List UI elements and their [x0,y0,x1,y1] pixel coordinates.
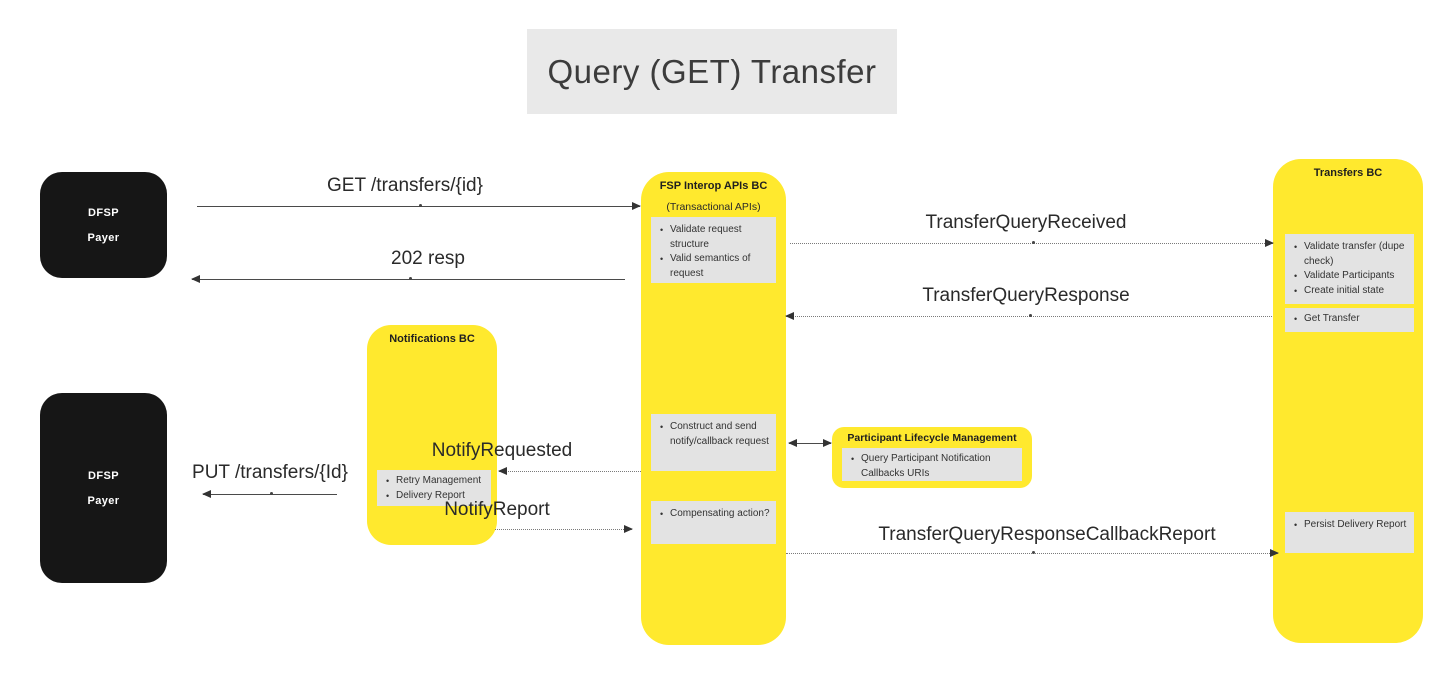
panel-fsp-compensating-action: Compensating action? [651,501,776,544]
message-label-notify-requested: NotifyRequested [431,440,573,461]
panel-transfers-persist-delivery: Persist Delivery Report [1285,512,1414,553]
bullet-list: Get Transfer [1291,312,1410,327]
arrow-midpoint-dot [1032,551,1035,554]
actor-dfsp-payer-top: DFSP Payer [40,172,167,278]
list-item: Valid semantics of request [657,252,772,281]
box-title: Notifications BC [389,333,475,345]
bullet-list: Query Participant Notification Callbacks… [848,452,1018,481]
box-title: Transfers BC [1313,167,1383,179]
bullet-list: Validate transfer (dupe check) Validate … [1291,240,1410,298]
arrowhead-left-icon [191,275,200,283]
arrowhead-left-icon [498,467,507,475]
arrowhead-left-icon [202,490,211,498]
box-title: Participant Lifecycle Management [847,432,1017,444]
actor-line1: DFSP [88,469,119,482]
arrowhead-right-icon [624,525,633,533]
list-item: Validate transfer (dupe check) [1291,240,1410,269]
bullet-list: Retry Management Delivery Report [383,474,487,503]
actor-dfsp-payer-bottom: DFSP Payer [40,393,167,583]
list-item: Construct and send notify/callback reque… [657,420,772,449]
arrow-midpoint-dot [1031,241,1035,244]
bullet-list: Persist Delivery Report [1291,518,1410,533]
panel-transfers-validation: Validate transfer (dupe check) Validate … [1285,234,1414,304]
arrow-line [789,443,831,444]
panel-plm-query-participant: Query Participant Notification Callbacks… [842,448,1022,481]
bullet-list: Compensating action? [657,507,772,522]
box-transfers-bc: Transfers BC [1273,159,1423,643]
list-item: Query Participant Notification Callbacks… [848,452,1018,481]
actor-line2: Payer [87,494,120,507]
message-label-get-transfers: GET /transfers/{id} [327,175,483,196]
diagram-title: Query (GET) Transfer [527,29,897,114]
arrow-midpoint-dot [418,204,422,207]
panel-fsp-validation: Validate request structure Valid semanti… [651,217,776,283]
message-label-callback-report: TransferQueryResponseCallbackReport [878,524,1216,545]
panel-transfers-get-transfer: Get Transfer [1285,308,1414,332]
arrow-midpoint-dot [270,492,273,495]
message-label-transfer-query-response: TransferQueryResponse [922,285,1130,306]
list-item: Create initial state [1291,284,1410,299]
arrow-line [495,529,632,530]
panel-fsp-construct-notify: Construct and send notify/callback reque… [651,414,776,471]
list-item: Get Transfer [1291,312,1410,327]
arrowhead-left-icon [788,439,797,447]
bullet-list: Validate request structure Valid semanti… [657,223,772,281]
message-label-202-resp: 202 resp [391,248,465,269]
box-title: FSP Interop APIs BC [659,180,768,192]
actor-line2: Payer [87,231,120,244]
list-item: Validate request structure [657,223,772,252]
message-label-transfer-query-received: TransferQueryReceived [925,212,1127,233]
box-subtitle: (Transactional APIs) [666,201,761,213]
arrow-midpoint-dot [408,277,412,280]
arrowhead-right-icon [632,202,641,210]
list-item: Delivery Report [383,489,487,504]
list-item: Compensating action? [657,507,772,522]
message-label-put-transfers: PUT /transfers/{Id} [192,462,348,483]
actor-line1: DFSP [88,206,119,219]
arrowhead-right-icon [1270,549,1279,557]
list-item: Validate Participants [1291,269,1410,284]
arrow-midpoint-dot [1029,314,1032,317]
box-notifications-bc: Notifications BC [367,325,497,545]
arrowhead-right-icon [823,439,832,447]
list-item: Persist Delivery Report [1291,518,1410,533]
panel-notifications-tasks: Retry Management Delivery Report [377,470,491,506]
arrowhead-left-icon [785,312,794,320]
bullet-list: Construct and send notify/callback reque… [657,420,772,449]
arrowhead-right-icon [1265,239,1274,247]
message-label-notify-report: NotifyReport [444,499,550,520]
arrow-line [499,471,641,472]
diagram-title-text: Query (GET) Transfer [547,52,877,90]
list-item: Retry Management [383,474,487,489]
